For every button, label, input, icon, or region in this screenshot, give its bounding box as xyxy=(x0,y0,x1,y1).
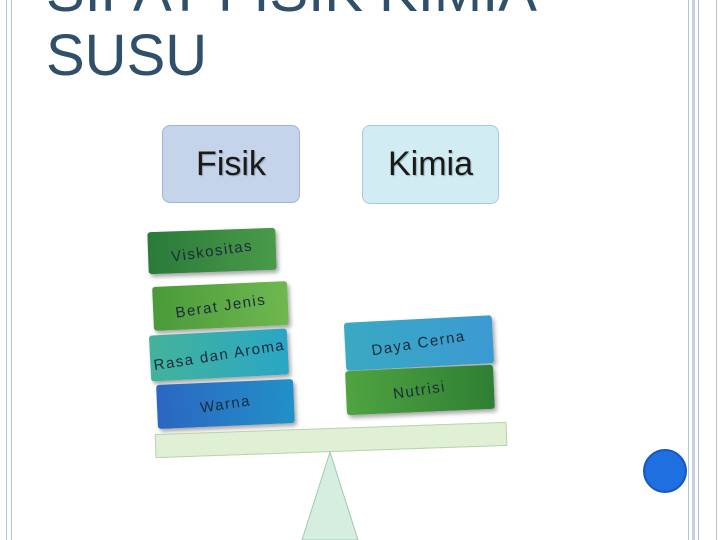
fisik-item-label: Berat Jenis xyxy=(173,290,268,322)
kimia-item-nutrisi: Nutrisi xyxy=(345,364,495,416)
title-line-1: SIFAT FISIK KIMIA xyxy=(46,0,537,24)
slide-title: SIFAT FISIK KIMIA SUSU xyxy=(46,0,537,88)
fisik-item-rasa-aroma: Rasa dan Aroma xyxy=(148,328,290,382)
fisik-item-viskositas: Viskositas xyxy=(147,227,277,275)
fulcrum-triangle xyxy=(301,450,359,540)
slide-border-right xyxy=(688,0,718,540)
kimia-item-label: Daya Cerna xyxy=(370,327,468,359)
fisik-item-label: Viskositas xyxy=(170,236,254,266)
fisik-header-label: Fisik xyxy=(196,144,266,183)
slide-border-left xyxy=(6,0,12,540)
fisik-item-berat-jenis: Berat Jenis xyxy=(152,281,289,331)
kimia-header: Kimia xyxy=(362,125,499,204)
fisik-item-label: Warna xyxy=(198,391,253,417)
fisik-header: Fisik xyxy=(162,125,300,203)
fisik-item-warna: Warna xyxy=(156,379,295,429)
kimia-header-label: Kimia xyxy=(387,145,474,183)
circle-icon xyxy=(643,449,687,493)
kimia-item-daya-cerna: Daya Cerna xyxy=(343,315,495,371)
kimia-item-label: Nutrisi xyxy=(392,377,448,403)
fisik-item-label: Rasa dan Aroma xyxy=(152,336,286,374)
title-line-2: SUSU xyxy=(46,23,208,88)
